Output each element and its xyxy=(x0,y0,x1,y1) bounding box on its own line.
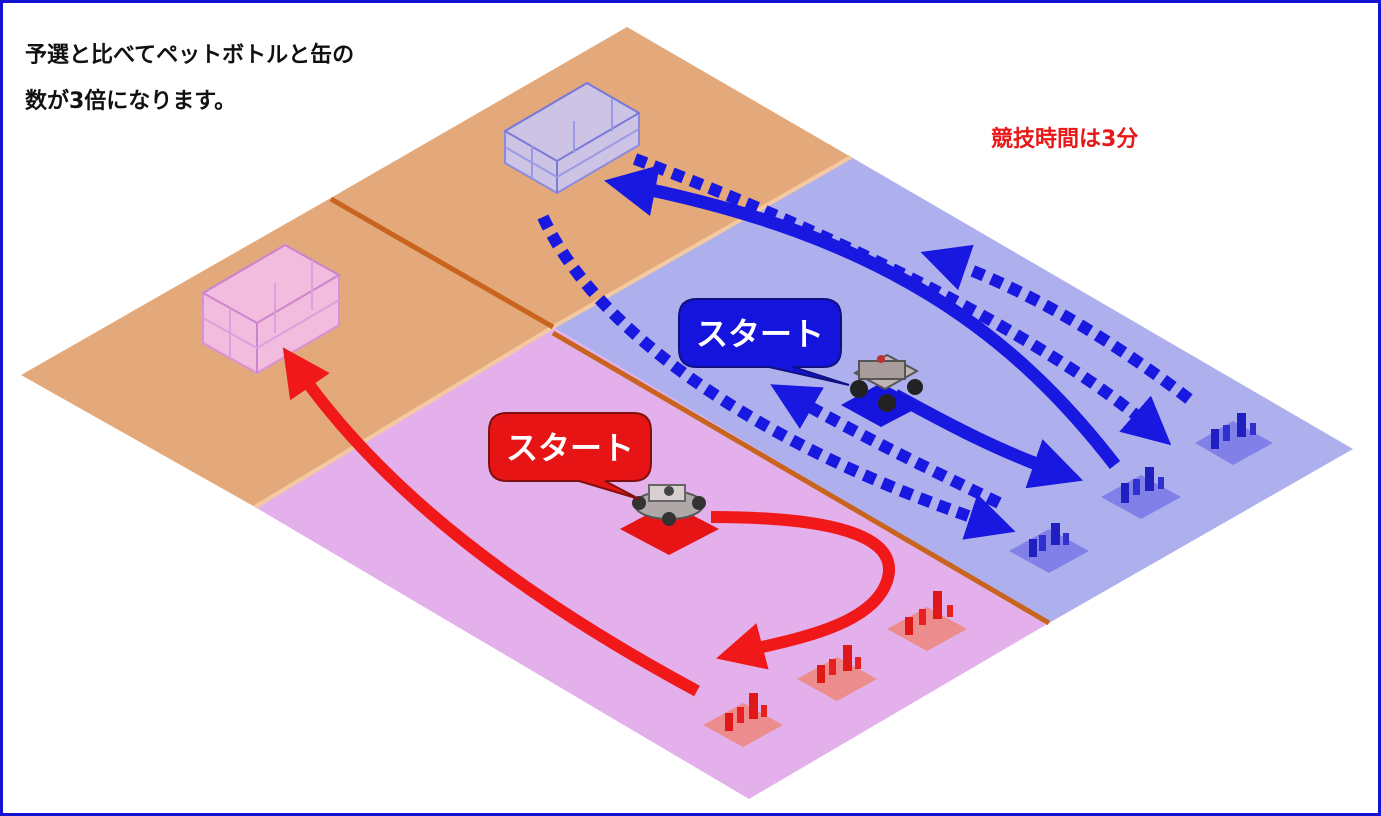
blue-arrow-bottles-to-shelf xyxy=(604,164,1121,469)
rules-note-line-2: 数が3倍になります。 xyxy=(25,89,237,114)
divider-pink-blue xyxy=(551,330,1051,626)
blue-bottle-cluster-2-icon xyxy=(1101,467,1181,519)
orange-area-right xyxy=(329,27,851,327)
blue-start-bubble: スタート xyxy=(678,298,850,386)
blue-dashed-route-return xyxy=(920,244,1193,404)
blue-robot-icon xyxy=(850,353,923,412)
blue-dashed-routes xyxy=(537,153,1193,540)
pink-shelf-icon xyxy=(200,243,342,375)
blue-bottle-cluster-1-icon xyxy=(1009,523,1089,573)
red-start-pad xyxy=(620,503,719,555)
blue-shelf-icon xyxy=(503,81,641,195)
time-limit-note: 競技時間は3分 xyxy=(991,127,1139,152)
red-bottle-cluster-2-icon xyxy=(797,645,877,701)
blue-start-label: スタート xyxy=(696,315,824,353)
rules-note-line-1: 予選と比べてペットボトルと缶の xyxy=(25,43,355,68)
red-bottle-cluster-3-icon xyxy=(887,591,967,651)
rules-note: 予選と比べてペットボトルと缶の 数が3倍になります。 xyxy=(25,33,354,125)
blue-dashed-route-top xyxy=(632,153,1172,446)
red-start-label: スタート xyxy=(506,429,634,467)
red-arrow-start-to-bottles xyxy=(710,511,895,670)
red-start-bubble: スタート xyxy=(488,412,652,500)
red-bottle-cluster-1-icon xyxy=(703,693,783,747)
divider-orange xyxy=(329,196,555,330)
red-arrow-bottles-to-shelf xyxy=(282,347,700,697)
competition-field-diagram: スタート スタート xyxy=(21,27,1353,799)
blue-dashed-route-left xyxy=(537,214,1016,540)
blue-dashed-route-short xyxy=(770,384,1002,509)
blue-bottle-cluster-3-icon xyxy=(1195,413,1273,465)
red-robot-icon xyxy=(632,484,706,526)
